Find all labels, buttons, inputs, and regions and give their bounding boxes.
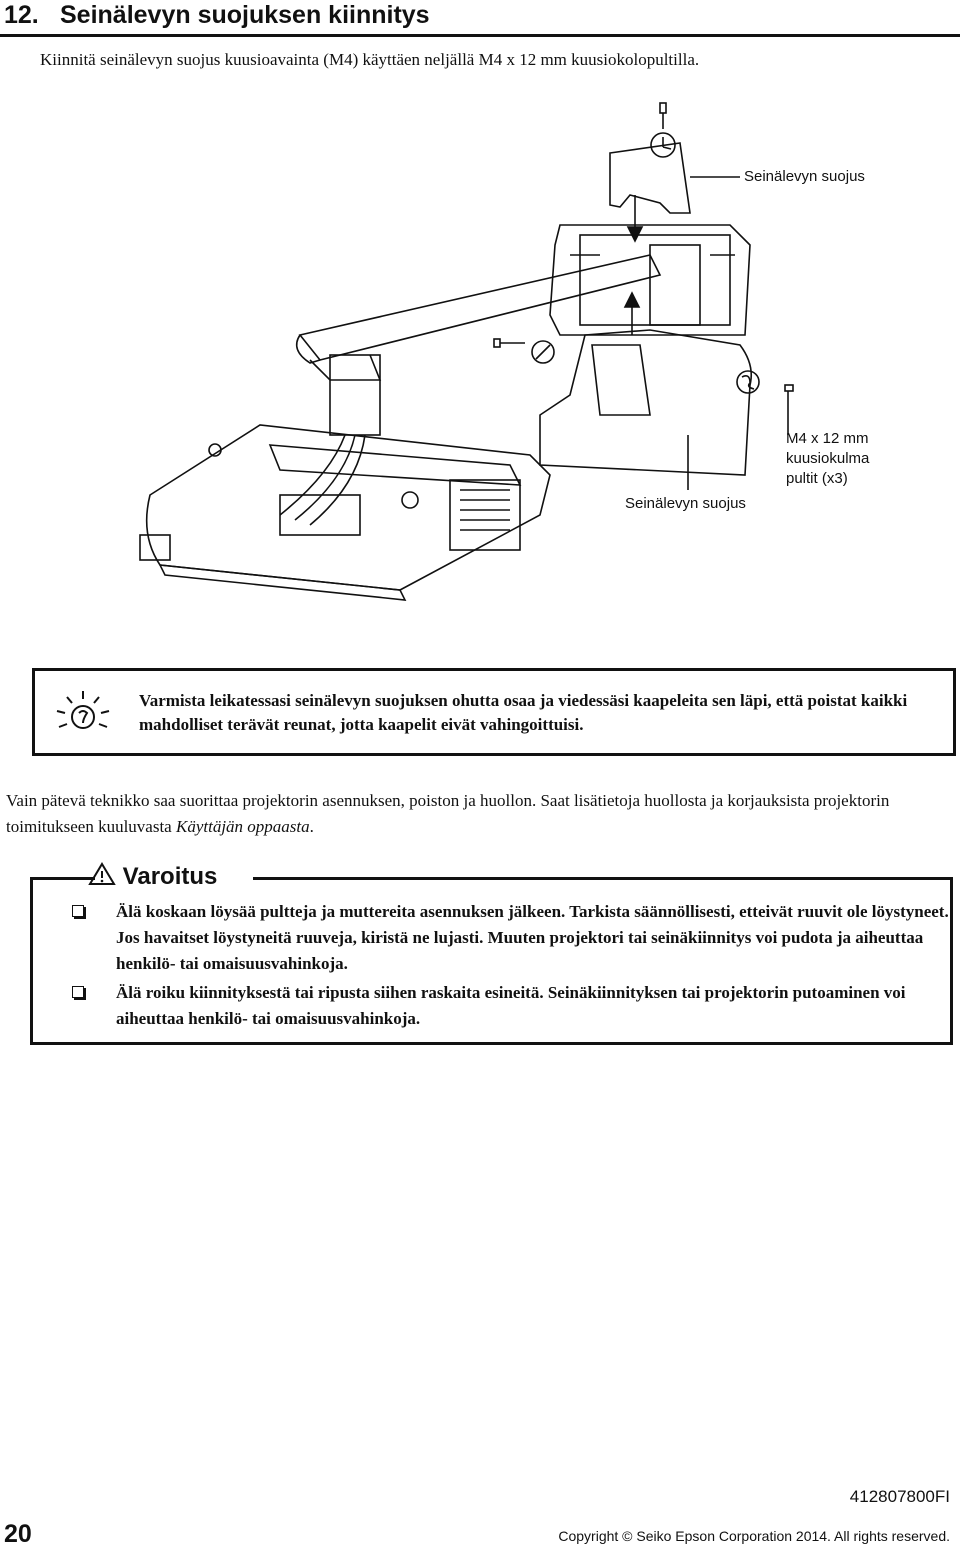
tip-text: Varmista leikatessasi seinälevyn suojuks… xyxy=(139,691,908,734)
warning-item-text: Älä koskaan löysää pultteja ja muttereit… xyxy=(116,902,949,973)
section-number: 12. xyxy=(4,1,39,29)
warning-box: Älä koskaan löysää pultteja ja muttereit… xyxy=(30,877,953,1045)
note-text: Vain pätevä teknikko saa suorittaa proje… xyxy=(6,791,890,836)
intro-text: Kiinnitä seinälevyn suojus kuusioavainta… xyxy=(40,50,700,69)
warning-border-right xyxy=(253,877,953,880)
label-bolts-count: pultit (x3) xyxy=(786,470,848,487)
page-number: 20 xyxy=(4,1520,32,1548)
label-bolts-size: M4 x 12 mm xyxy=(786,430,869,447)
label-bolts-type: kuusiokulma xyxy=(786,450,870,467)
warning-item: Älä roiku kiinnityksestä tai ripusta sii… xyxy=(72,980,956,1032)
warning-heading: Varoitus xyxy=(88,862,217,891)
note-end: . xyxy=(309,817,314,836)
warning-item-text: Älä roiku kiinnityksestä tai ripusta sii… xyxy=(116,983,906,1028)
document-number: 412807800FI xyxy=(849,1487,950,1506)
checkbox-icon xyxy=(72,986,84,998)
label-cover-top: Seinälevyn suojus xyxy=(744,168,865,185)
label-cover-bottom: Seinälevyn suojus xyxy=(625,495,746,512)
projector-mount-drawing xyxy=(139,102,794,601)
warning-triangle-icon xyxy=(88,862,116,885)
copyright-text: Copyright © Seiko Epson Corporation 2014… xyxy=(558,1528,950,1544)
tip-box: Varmista leikatessasi seinälevyn suojuks… xyxy=(32,668,956,756)
installation-illustration: Seinälevyn suojus Seinälevyn suojus M4 x… xyxy=(130,95,960,655)
section-title: Seinälevyn suojuksen kiinnitys xyxy=(60,1,430,29)
label-bolts: M4 x 12 mm kuusiokulma pultit (x3) xyxy=(786,429,869,489)
note-manual-title: Käyttäjän oppaasta xyxy=(175,817,310,836)
section-heading: 12. Seinälevyn suojuksen kiinnitys xyxy=(0,0,960,37)
lightbulb-icon xyxy=(55,689,111,744)
warning-title: Varoitus xyxy=(122,863,218,890)
service-note: Vain pätevä teknikko saa suorittaa proje… xyxy=(6,788,936,840)
warning-item: Älä koskaan löysää pultteja ja muttereit… xyxy=(72,899,956,977)
warning-border-left xyxy=(30,877,95,880)
checkbox-icon xyxy=(72,905,84,917)
